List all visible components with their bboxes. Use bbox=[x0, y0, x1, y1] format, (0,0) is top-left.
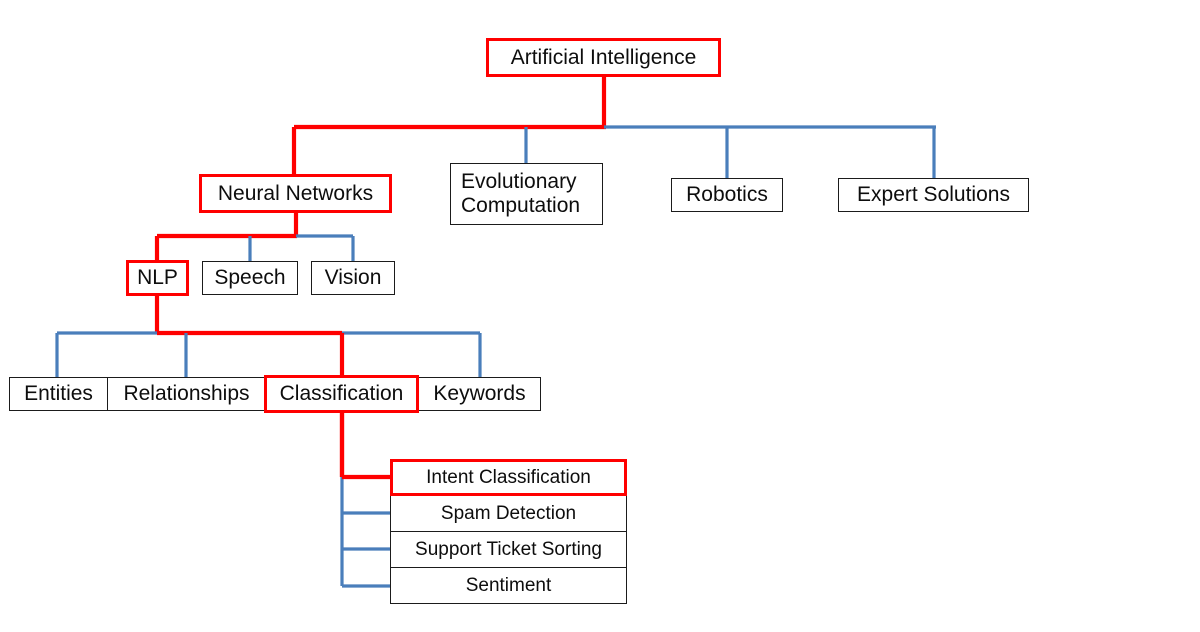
node-label: Robotics bbox=[686, 183, 768, 207]
node-robotics[interactable]: Robotics bbox=[671, 178, 783, 212]
node-nlp[interactable]: NLP bbox=[126, 260, 189, 296]
node-label: Relationships bbox=[123, 382, 250, 406]
node-label: Expert Solutions bbox=[857, 183, 1010, 207]
node-evolutionary-computation[interactable]: Evolutionary Computation bbox=[450, 163, 603, 225]
node-artificial-intelligence[interactable]: Artificial Intelligence bbox=[486, 38, 721, 77]
node-label: Neural Networks bbox=[217, 181, 374, 205]
node-sentiment[interactable]: Sentiment bbox=[390, 567, 627, 604]
node-label: Speech bbox=[214, 266, 286, 290]
node-speech[interactable]: Speech bbox=[202, 261, 298, 295]
node-label: NLP bbox=[137, 266, 178, 290]
node-expert-solutions[interactable]: Expert Solutions bbox=[838, 178, 1029, 212]
node-label: Evolutionary Computation bbox=[461, 170, 581, 217]
node-label: Classification bbox=[279, 382, 404, 406]
node-keywords[interactable]: Keywords bbox=[418, 377, 541, 411]
node-label: Intent Classification bbox=[426, 466, 591, 488]
node-relationships[interactable]: Relationships bbox=[107, 377, 266, 411]
node-support-ticket-sorting[interactable]: Support Ticket Sorting bbox=[390, 531, 627, 568]
node-classification[interactable]: Classification bbox=[264, 375, 419, 413]
node-intent-classification[interactable]: Intent Classification bbox=[390, 459, 627, 496]
node-vision[interactable]: Vision bbox=[311, 261, 395, 295]
node-label: Artificial Intelligence bbox=[510, 45, 697, 69]
node-spam-detection[interactable]: Spam Detection bbox=[390, 495, 627, 532]
node-label: Keywords bbox=[433, 382, 526, 406]
node-label: Vision bbox=[324, 266, 382, 290]
node-label: Entities bbox=[24, 382, 93, 406]
node-entities[interactable]: Entities bbox=[9, 377, 108, 411]
node-label: Support Ticket Sorting bbox=[415, 538, 602, 560]
node-neural-networks[interactable]: Neural Networks bbox=[199, 174, 392, 213]
node-label: Sentiment bbox=[465, 574, 552, 596]
node-label: Spam Detection bbox=[440, 502, 577, 524]
